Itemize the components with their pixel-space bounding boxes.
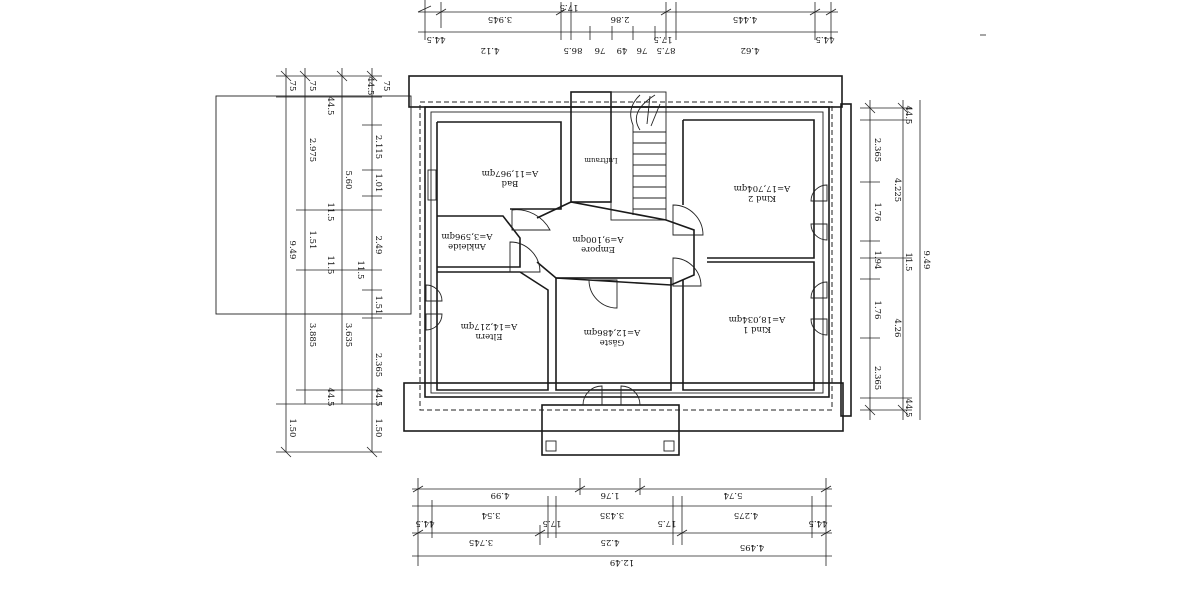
dimension-labels-bottom: 4.99 1.76 5.74 44.5 3.54 17.5 3.435 17.5… — [416, 490, 828, 567]
dim-left-d-1: 1.50 — [373, 419, 383, 438]
dim-left-d-8: 44.5 — [365, 77, 375, 96]
room-area-gaeste: A=12,486qm — [584, 327, 642, 337]
dim-right-a-7: 44.5 — [903, 399, 913, 418]
dim-bot-r4-1: 12.49 — [610, 557, 634, 567]
dim-left-d-4: 2.49 — [373, 236, 383, 255]
dim-left-c-2: 5.60 — [343, 171, 353, 190]
dim-right-a-4: 1.94 — [872, 251, 882, 270]
dim-bot-r2-1: 44.5 — [416, 518, 435, 528]
dim-bot-r2-2: 3.54 — [482, 510, 501, 520]
dim-top-r2-1: 4.12 — [481, 45, 500, 55]
interior-walls — [436, 91, 815, 391]
dim-left-d-5: 1.01 — [373, 174, 383, 193]
dim-left-a-2: 3.885 — [307, 323, 317, 347]
dim-left-a-5: 75 — [287, 81, 297, 92]
dim-top-r2-2: 86.5 — [564, 45, 583, 55]
dim-left-a-6: 9.49 — [287, 241, 297, 260]
stair-treads — [630, 94, 666, 215]
dim-top-r2-4: 49 — [617, 45, 628, 55]
dim-right-a-6: 2.365 — [872, 366, 882, 390]
dim-top-r1-6: 4.445 — [733, 14, 757, 24]
dim-top-r2-5: 76 — [637, 45, 648, 55]
dim-top-r2-6: 87.5 — [657, 45, 676, 55]
dim-left-b-5: 75 — [307, 81, 317, 92]
dim-left-b-4: 44.5 — [325, 97, 335, 116]
dim-right-c-1: 9.49 — [921, 251, 931, 270]
dim-left-a-1: 1.50 — [287, 419, 297, 438]
dim-right-a-1: 44.5 — [903, 106, 913, 125]
dim-left-d-2: 2.365 — [373, 353, 383, 377]
dim-left-d-6: 2.115 — [373, 135, 383, 159]
dim-bot-r2-5: 17.5 — [658, 518, 677, 528]
room-name-luftraum: Luftraum — [584, 156, 618, 164]
room-name-gaeste: Gäste — [600, 337, 625, 347]
dim-left-d-9: 11.5 — [355, 261, 365, 280]
building-outline — [215, 75, 852, 456]
dimension-labels-left: 1.50 3.885 1.51 2.975 75 9.49 44.5 11.5 … — [287, 77, 391, 438]
dim-top-r1-5: 17.5 — [654, 34, 673, 44]
dim-bot-r2-7: 44.5 — [809, 518, 828, 528]
room-area-ankleide: A=3,596qm — [441, 231, 493, 241]
dim-right-b-3: 11.5 — [903, 253, 913, 272]
dim-bot-r1-2: 1.76 — [601, 490, 620, 500]
room-area-empore: A=9,100qm — [572, 234, 624, 244]
room-name-empore: Empore — [581, 244, 615, 254]
dimension-lines — [276, 0, 921, 566]
dim-right-b-1: 4.26 — [892, 319, 902, 338]
doors — [425, 169, 828, 406]
dim-left-a-3: 1.51 — [307, 231, 317, 250]
dim-top-r1-3: 17.5 — [560, 2, 579, 12]
dim-right-a-3: 1.76 — [872, 203, 882, 222]
dim-right-a-5: 1.76 — [872, 301, 882, 320]
dim-top-r2-7: 4.62 — [741, 45, 760, 55]
dimension-labels-top: 44.5 3.945 17.5 2.86 17.5 4.445 44.5 4.1… — [427, 2, 835, 55]
dim-left-d-3: 1.51 — [373, 296, 383, 315]
dim-bot-r3-1: 3.745 — [469, 537, 493, 547]
dim-bot-r3-2: 4.25 — [601, 537, 620, 547]
dimension-labels-right: 44.5 2.365 1.76 1.94 1.76 2.365 44.5 4.2… — [872, 106, 931, 418]
dim-left-c-3: 75 — [381, 81, 391, 92]
dim-left-c-1: 3.635 — [343, 323, 353, 347]
dim-left-b-1: 44.5 — [325, 388, 335, 407]
room-labels: Bad A=11,967qm Luftraum Kind 2 A=17,704q… — [441, 156, 791, 347]
room-name-bad: Bad — [501, 178, 518, 188]
dim-left-d-7: 44.5 — [373, 388, 383, 407]
dim-top-r1-4: 2.86 — [611, 14, 630, 24]
dim-bot-r2-3: 17.5 — [543, 518, 562, 528]
dim-top-r1-1: 44.5 — [427, 34, 446, 44]
dim-left-b-2: 11.5 — [325, 256, 335, 275]
dim-bot-r3-3: 4.495 — [740, 542, 764, 552]
room-area-kind-2: A=17,704qm — [734, 183, 792, 193]
room-name-ankleide: Ankleide — [448, 241, 487, 251]
room-name-kind-1: Kind 1 — [743, 324, 771, 334]
room-area-kind-1: A=18,034qm — [729, 314, 787, 324]
dim-bot-r2-4: 3.435 — [600, 510, 624, 520]
dim-top-r2-3: 76 — [595, 45, 606, 55]
dim-left-a-4: 2.975 — [307, 138, 317, 162]
room-name-kind-2: Kind 2 — [748, 193, 776, 203]
room-area-bad: A=11,967qm — [482, 168, 540, 178]
room-area-eltern: A=14,217qm — [461, 321, 519, 331]
dim-left-b-3: 11.5 — [325, 203, 335, 222]
dim-bot-r1-3: 5.74 — [724, 490, 743, 500]
room-name-eltern: Eltern — [475, 331, 502, 341]
dim-top-r1-7: 44.5 — [816, 34, 835, 44]
dim-right-b-2: 4.225 — [892, 178, 902, 202]
dim-bot-r1-1: 4.99 — [491, 490, 510, 500]
dim-top-r1-2: 3.945 — [488, 14, 512, 24]
dim-right-a-2: 2.365 — [872, 138, 882, 162]
dim-bot-r2-6: 4.275 — [734, 510, 758, 520]
